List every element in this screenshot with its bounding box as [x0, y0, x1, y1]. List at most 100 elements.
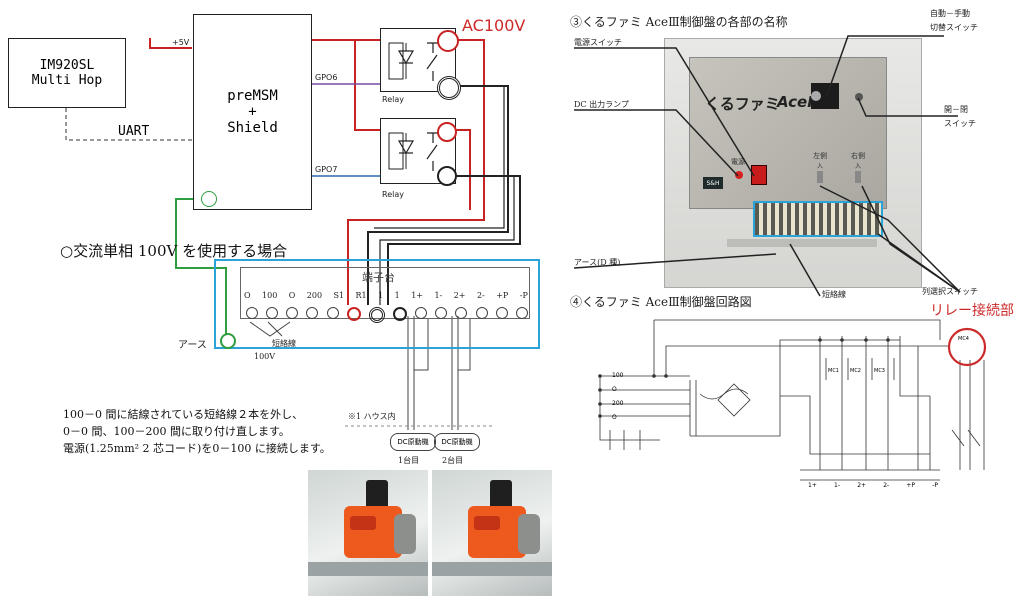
- column-switch-right: [855, 171, 861, 183]
- label-open-close-1: 開－閉: [944, 105, 968, 114]
- switch-knob: [811, 91, 821, 101]
- panel-sw-right: 右側: [851, 152, 865, 160]
- instruction-line: 0－0 間、100－200 間に取り付け直します。: [63, 425, 290, 438]
- relay-1-terminal-bottom: [437, 76, 461, 100]
- pin-gpo7-label: GPO7: [315, 165, 338, 174]
- terminal-label: 1: [378, 291, 384, 300]
- terminal-block: 端子台 O 100 O 200 S1 R1 1 1 1+ 1- 2+ 2- +P…: [214, 259, 540, 349]
- column-switch-left: [817, 171, 823, 183]
- im920-module: IM920SL Multi Hop: [8, 38, 126, 108]
- relay-2-label: Relay: [382, 190, 404, 199]
- premsm-plus: +: [248, 104, 257, 120]
- terminal-label: O: [244, 291, 251, 300]
- terminal-label: O: [288, 291, 296, 300]
- premsm-board: preMSM + Shield: [193, 14, 312, 210]
- terminal-label: 2+: [453, 291, 466, 300]
- ac100v-label: AC100V: [462, 16, 526, 35]
- panel-badge-text: S&H: [706, 179, 720, 187]
- panel-sw-in-left: 入: [817, 163, 824, 170]
- panel-model: AceⅢ: [777, 93, 822, 111]
- terminal-label: 1+: [411, 291, 423, 300]
- pin-gpo6-label: GPO6: [315, 73, 338, 82]
- circuit-bottom-terminal: 1-: [834, 482, 841, 489]
- shield-earth-terminal: [201, 191, 217, 207]
- relay-1-terminal-top: [437, 30, 459, 52]
- premsm-title: preMSM: [227, 88, 278, 104]
- relay-2-terminal-bottom: [437, 166, 457, 186]
- uart-label: UART: [118, 124, 150, 139]
- earth-terminal: [220, 333, 236, 349]
- short-wire-label: 短絡線: [272, 339, 296, 348]
- circuit-terminal-label: O: [612, 414, 617, 421]
- label-column-select: 列選択スイッチ: [922, 287, 978, 296]
- circuit-bottom-terminal: +P: [906, 482, 916, 489]
- panel-brand: くるファミ: [705, 95, 780, 113]
- im920-subtitle: Multi Hop: [31, 73, 103, 88]
- coil-label: MC3: [874, 368, 885, 374]
- circuit-bottom-terminal: -P: [932, 482, 938, 489]
- label-open-close-2: スイッチ: [944, 119, 976, 128]
- dc-output-lamp: [735, 171, 743, 179]
- terminal-label: S1: [333, 291, 345, 300]
- circuit-terminal-label: 200: [612, 400, 624, 407]
- relay-2-terminal-top: [437, 122, 457, 142]
- circuit-bottom-terminal: 2+: [857, 482, 867, 489]
- panel-sw-left: 左側: [813, 152, 827, 160]
- label-relay-connection: リレー接続部: [930, 303, 1014, 319]
- terminal-block-title: 端子台: [362, 271, 395, 284]
- motor-photo-2: [432, 470, 552, 596]
- circuit-bottom-terminals: 1+ 1- 2+ 2- +P -P: [808, 482, 938, 489]
- circuit-bottom-terminal: 1+: [808, 482, 817, 489]
- instruction-line: 100－0 間に結線されている短絡線２本を外し、: [63, 408, 304, 421]
- premsm-shield: Shield: [227, 120, 278, 136]
- dc-motor-1: DC原動機: [390, 433, 436, 451]
- terminal-label: 1-: [434, 291, 443, 300]
- section-heading: ○交流単相 100V を使用する場合: [60, 242, 288, 260]
- panel-power-text: 電源: [731, 158, 745, 166]
- unit-label-2: 2台目: [442, 456, 464, 465]
- unit-label-1: 1台目: [398, 456, 420, 465]
- coil-label: MC2: [850, 368, 861, 374]
- terminal-label: +P: [496, 291, 509, 300]
- house-note: ※1 ハウス内: [348, 412, 396, 421]
- panel-sw-in-right: 入: [855, 163, 862, 170]
- relay-2-symbol: [388, 132, 439, 171]
- circuit-terminal-label: 100: [612, 372, 624, 379]
- dc-motor-2: DC原動機: [434, 433, 480, 451]
- terminal-label: 2-: [476, 291, 485, 300]
- terminal-screws: [246, 307, 528, 323]
- terminal-label: 100: [262, 291, 278, 300]
- label-auto-manual-1: 自動－手動: [930, 9, 970, 18]
- power-switch: [751, 165, 767, 185]
- im920-title: IM920SL: [39, 58, 95, 73]
- pin-5v-label: +5V: [172, 38, 190, 47]
- section4-title: ④くるファミ AceⅢ制御盤回路図: [570, 295, 752, 309]
- terminal-label: R1: [355, 291, 367, 300]
- terminal-label: 1: [394, 291, 400, 300]
- label-short-wire: 短絡線: [822, 290, 846, 299]
- dim-label: 100V: [254, 352, 276, 361]
- relay-1-label: Relay: [382, 95, 404, 104]
- terminal-label: -P: [519, 291, 528, 300]
- instruction-line: 電源(1.25mm² 2 芯コード)を0－100 に接続します。: [63, 442, 331, 455]
- control-panel-photo: くるファミ AceⅢ S&H 電源 左側 右側 入 入: [664, 38, 922, 288]
- circuit-bottom-terminal: 2-: [883, 482, 890, 489]
- terminal-label: 200: [306, 291, 323, 300]
- coil-label: MC4: [958, 336, 969, 342]
- relay-connection-highlight: [947, 327, 987, 367]
- dc-motor-1-label: DC原動機: [397, 438, 429, 446]
- relay-terminal-strip: [753, 201, 883, 237]
- relay-1-symbol: [388, 42, 439, 81]
- coil-label: MC1: [828, 368, 839, 374]
- panel-badge: S&H: [703, 177, 723, 189]
- label-dc-lamp: DC 出力ランプ: [574, 100, 629, 109]
- label-power-switch: 電源スイッチ: [574, 38, 622, 47]
- label-auto-manual-2: 切替スイッチ: [930, 23, 978, 32]
- circuit-terminal-labels: 100 O 200 O: [612, 370, 623, 424]
- label-earth: アース(D 種): [574, 258, 621, 267]
- motor-photo-1: [308, 470, 428, 596]
- terminal-labels: O 100 O 200 S1 R1 1 1 1+ 1- 2+ 2- +P -P: [244, 291, 528, 300]
